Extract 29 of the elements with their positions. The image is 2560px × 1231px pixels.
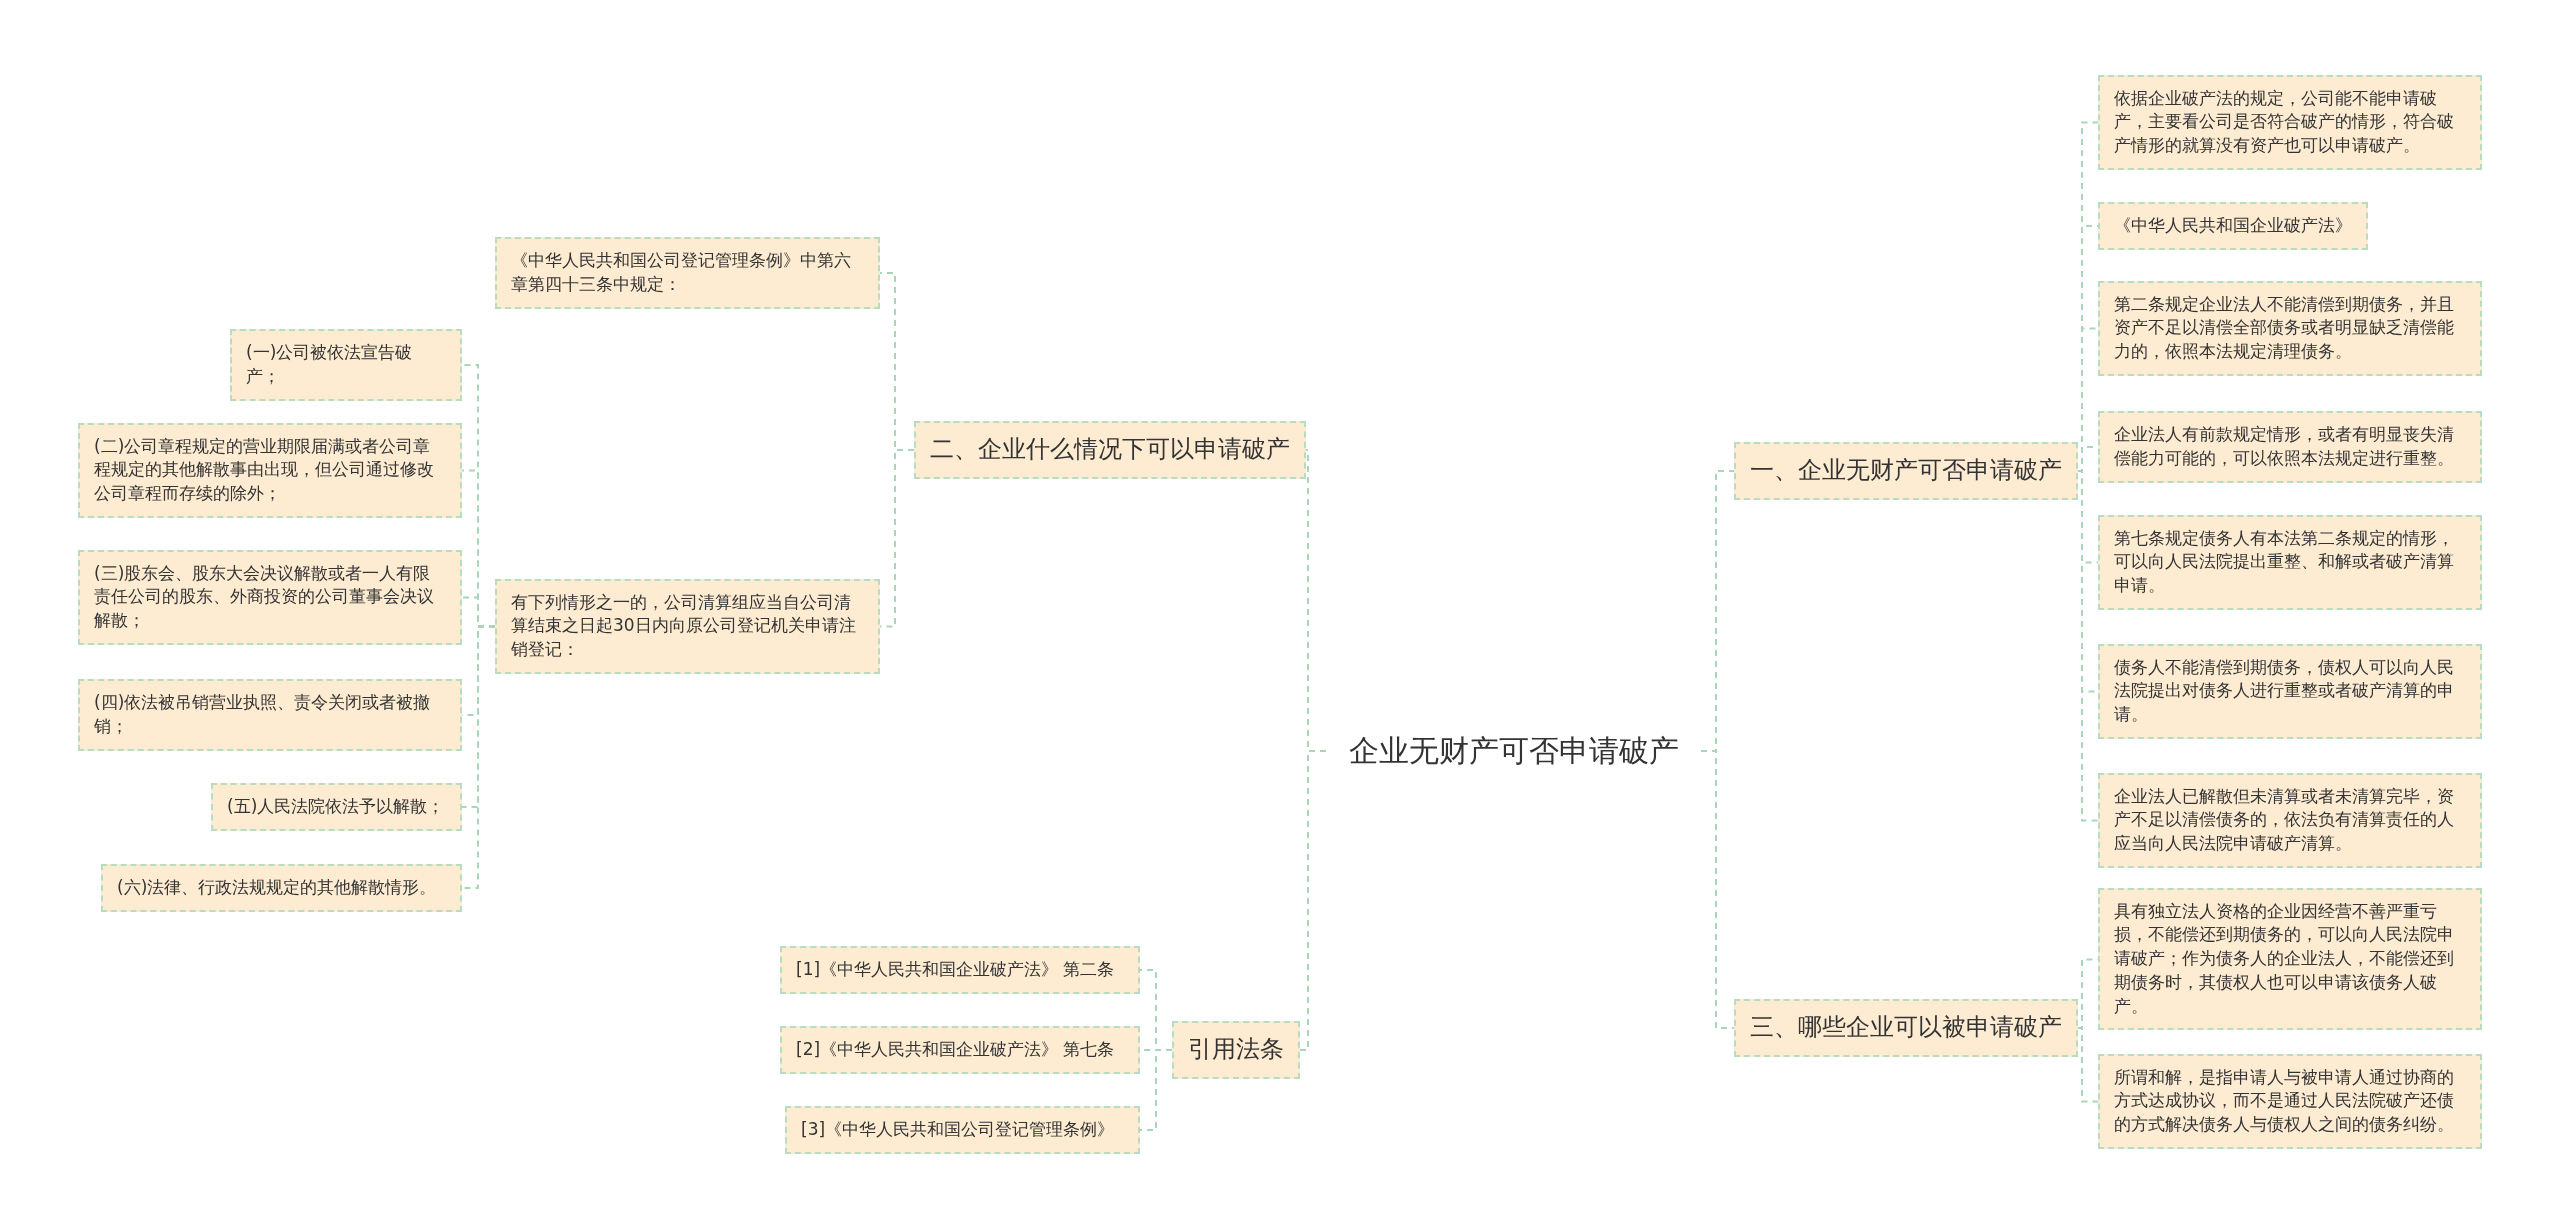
- central-topic: 企业无财产可否申请破产: [1326, 713, 1701, 789]
- note-box: 依据企业破产法的规定，公司能不能申请破产，主要看公司是否符合破产的情形，符合破产情形的就算没有资产也可以申请破产。: [2098, 74, 2482, 170]
- note-box: 企业法人有前款规定情形，或者有明显丧失清偿能力可能的，可以依照本法规定进行重整。: [2098, 411, 2482, 483]
- note-box: 第七条规定债务人有本法第二条规定的情形，可以向人民法院提出重整、和解或者破产清算申请。: [2098, 514, 2482, 610]
- note-box: (四)依法被吊销营业执照、责令关闭或者被撤销；: [78, 679, 462, 751]
- note-box: (六)法律、行政法规规定的其他解散情形。: [101, 864, 462, 912]
- note-box: [3]《中华人民共和国公司登记管理条例》: [785, 1106, 1140, 1154]
- note-box: (二)公司章程规定的营业期限届满或者公司章程规定的其他解散事由出现，但公司通过修改公司章程而存续的除外；: [78, 422, 462, 518]
- note-box: 有下列情形之一的，公司清算组应当自公司清算结束之日起30日内向原公司登记机关申请注销登记：: [495, 578, 880, 674]
- topic-box: 三、哪些企业可以被申请破产: [1734, 999, 2078, 1057]
- topic-box: 引用法条: [1172, 1021, 1300, 1079]
- topic-box: 一、企业无财产可否申请破产: [1734, 442, 2078, 500]
- note-box: 具有独立法人资格的企业因经营不善严重亏损，不能偿还到期债务的，可以向人民法院申请破产；作为债务人的企业法人，不能偿还到期债务时，其债权人也可以申请该债务人破产。: [2098, 887, 2482, 1031]
- connector-line: [2077, 470, 2099, 822]
- note-box: [2]《中华人民共和国企业破产法》 第七条: [780, 1026, 1140, 1074]
- note-box: 债务人不能清偿到期债务，债权人可以向人民法院提出对债务人进行重整或者破产清算的申请。: [2098, 643, 2482, 739]
- note-box: 《中华人民共和国企业破产法》: [2098, 202, 2368, 250]
- connector-line: [1299, 750, 1327, 1051]
- note-box: 企业法人已解散但未清算或者未清算完毕，资产不足以清偿债务的，依法负有清算责任的人应当向人民法院申请破产清算。: [2098, 772, 2482, 868]
- note-box: 第二条规定企业法人不能清偿到期债务，并且资产不足以清偿全部债务或者明显缺乏清偿能力的，依照本法规定清理债务。: [2098, 280, 2482, 376]
- note-box: (三)股东会、股东大会决议解散或者一人有限责任公司的股东、外商投资的公司董事会决议解散；: [78, 549, 462, 645]
- connector-line: [1139, 1049, 1173, 1131]
- topic-box: 二、企业什么情况下可以申请破产: [914, 421, 1306, 479]
- note-box: (五)人民法院依法予以解散；: [211, 783, 462, 831]
- note-box: 所谓和解，是指申请人与被申请人通过协商的方式达成协议，而不是通过人民法院破产还债的方式解决债务人与债权人之间的债务纠纷。: [2098, 1053, 2482, 1149]
- note-box: [1]《中华人民共和国企业破产法》 第二条: [780, 946, 1140, 994]
- note-box: 《中华人民共和国公司登记管理条例》中第六章第四十三条中规定：: [495, 237, 880, 309]
- note-box: (一)公司被依法宣告破产；: [230, 329, 462, 401]
- connector-line: [1700, 750, 1735, 1029]
